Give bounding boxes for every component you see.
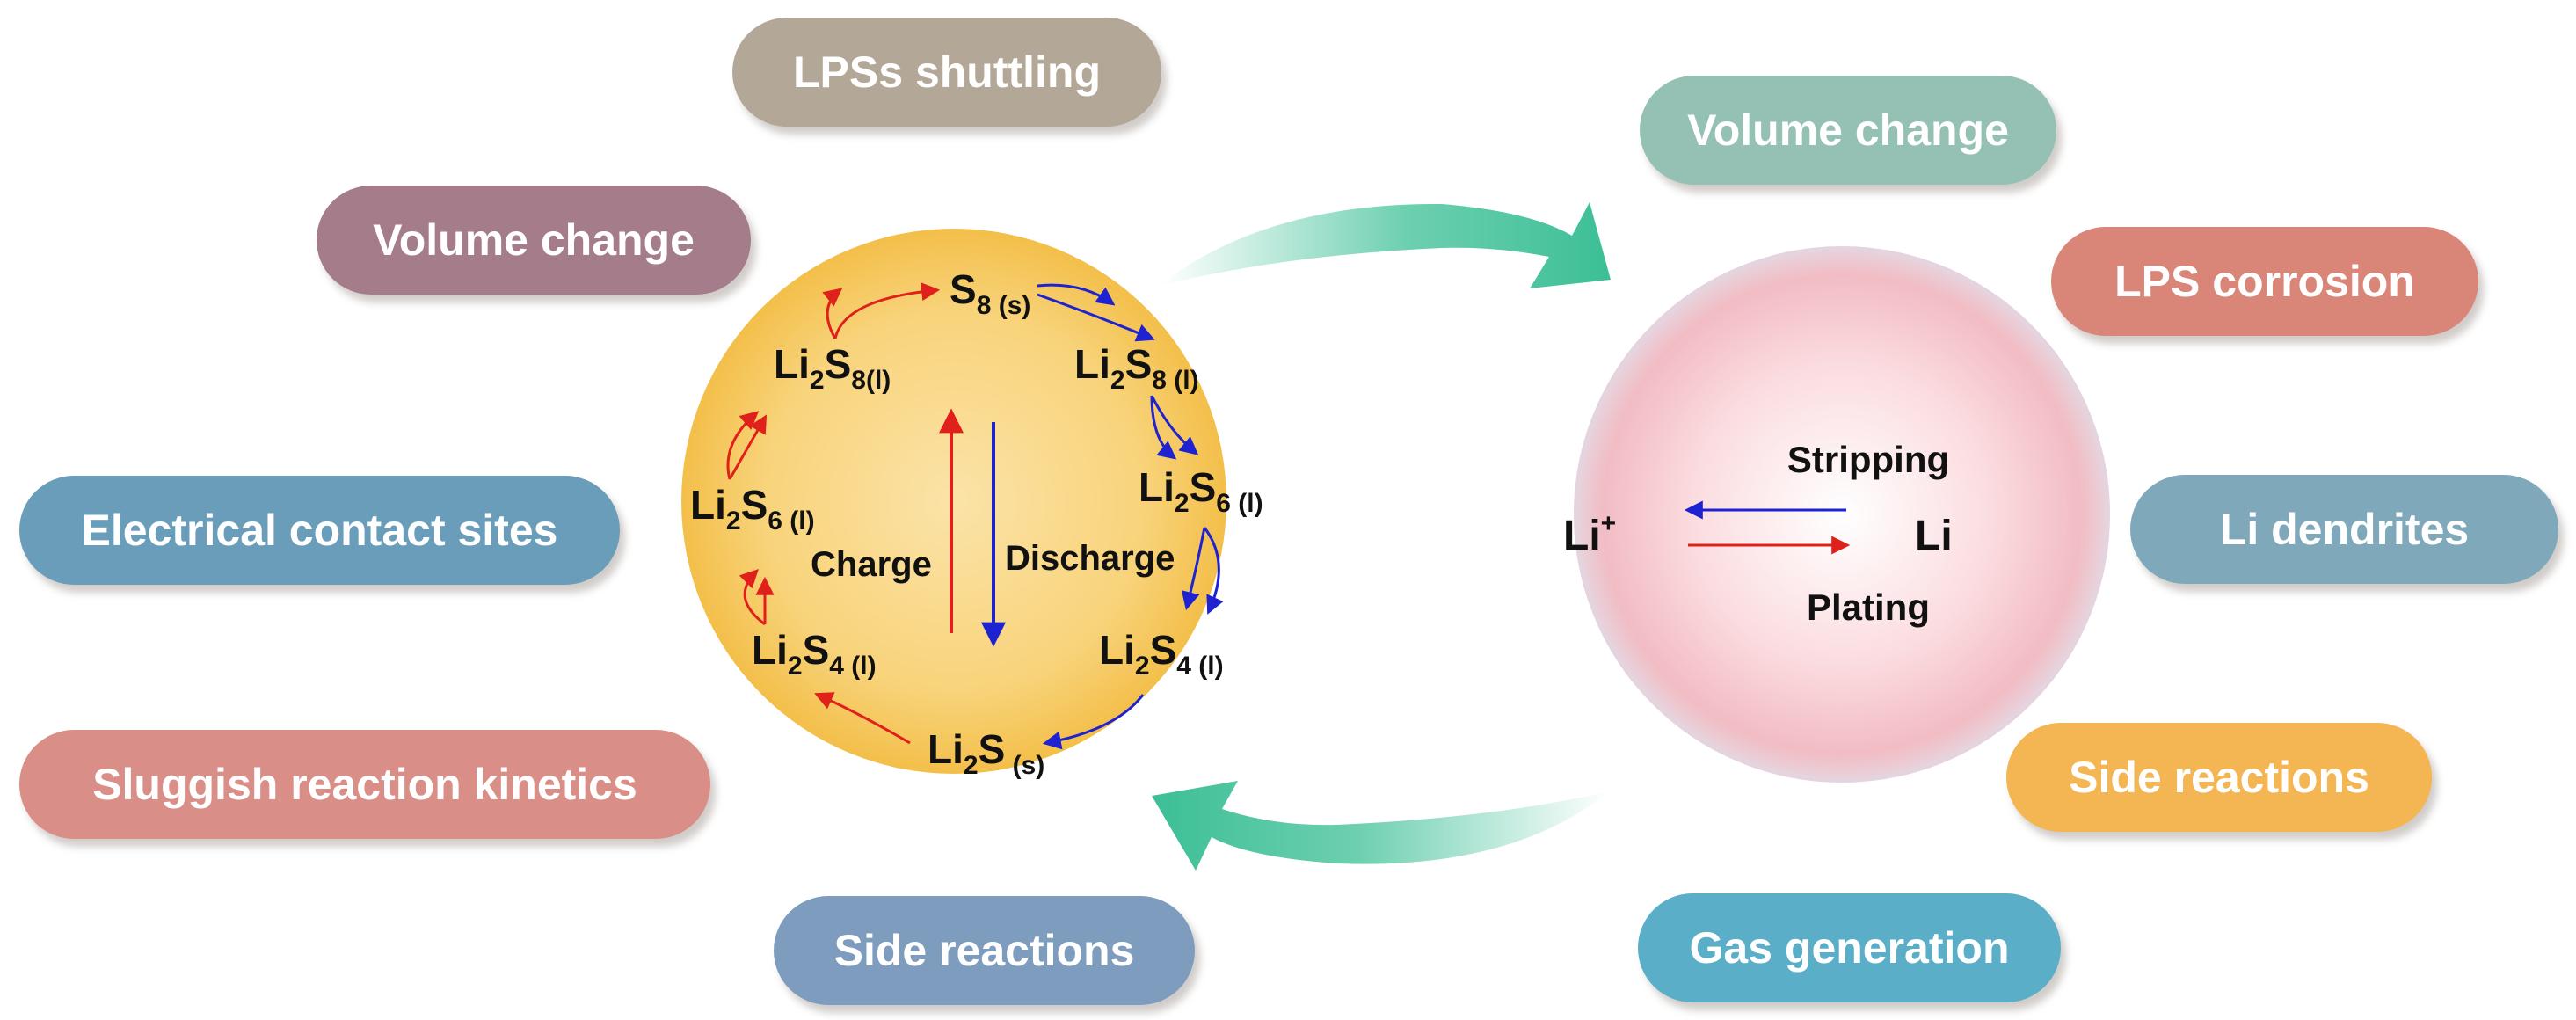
lithium-anode-sphere — [1574, 246, 2110, 783]
species-li2s4-charge: Li2S4 (l) — [752, 627, 877, 681]
issue-li-dendrites: Li dendrites — [2130, 475, 2558, 584]
transfer-arrow-bottom — [1152, 781, 1609, 871]
charge-arrow-li2s8-b — [822, 288, 843, 339]
charge-arrow-li2s6-a — [726, 411, 760, 480]
charge-arrow-li2s-to-li2s4 — [814, 692, 911, 745]
issue-lps-corrosion: LPS corrosion — [2051, 227, 2478, 336]
species-li2s8-charge: Li2S8(l) — [774, 341, 891, 395]
charge-pathway — [726, 282, 964, 745]
discharge-arrow-li2s4-to-li2s — [1042, 694, 1145, 750]
discharge-arrow-li2s6-b — [1181, 527, 1206, 611]
lithium-metal-label: Li — [1915, 513, 1953, 559]
issue-sluggish-reaction-kinetics: Sluggish reaction kinetics — [19, 730, 710, 839]
charge-arrow-li2s4-a — [739, 569, 766, 626]
issue-gas-generation: Gas generation — [1638, 893, 2061, 1002]
discharge-arrow-s8-a — [1037, 283, 1116, 306]
species-li2s6-charge: Li2S6 (l) — [690, 482, 815, 536]
discharge-label: Discharge — [1005, 539, 1175, 578]
transfer-arrow-top — [1159, 202, 1611, 288]
issue-side-reactions-cathode: Side reactions — [774, 896, 1195, 1005]
charge-label: Charge — [811, 545, 932, 584]
discharge-arrow-li2s8-a — [1150, 395, 1199, 455]
charge-arrow-li2s6-b — [728, 414, 768, 480]
discharge-arrow-li2s8-b — [1150, 395, 1177, 460]
charge-arrow-li2s8-a — [833, 282, 941, 339]
species-li2s4-discharge: Li2S4 (l) — [1099, 627, 1224, 681]
issue-volume-change-cathode: Volume change — [317, 186, 751, 295]
lithium-ion-label: Li+ — [1563, 509, 1616, 559]
species-li2s: Li2S (s) — [928, 726, 1044, 780]
species-s8: S8 (s) — [950, 266, 1030, 320]
issue-side-reactions-anode: Side reactions — [2006, 723, 2432, 832]
discharge-pathway — [981, 283, 1224, 750]
issue-volume-change-anode: Volume change — [1640, 76, 2056, 185]
discharge-arrow-s8-b — [1037, 293, 1155, 342]
plating-label: Plating — [1807, 586, 1930, 628]
issue-lpss-shuttling: LPSs shuttling — [732, 18, 1161, 127]
discharge-arrow-li2s6-a — [1203, 527, 1224, 615]
species-li2s6-discharge: Li2S6 (l) — [1139, 464, 1263, 518]
sulfur-cathode-sphere — [681, 229, 1226, 774]
stripping-label: Stripping — [1787, 439, 1949, 480]
species-li2s8-discharge: Li2S8 (l) — [1074, 341, 1199, 395]
issue-electrical-contact-sites: Electrical contact sites — [19, 476, 620, 585]
